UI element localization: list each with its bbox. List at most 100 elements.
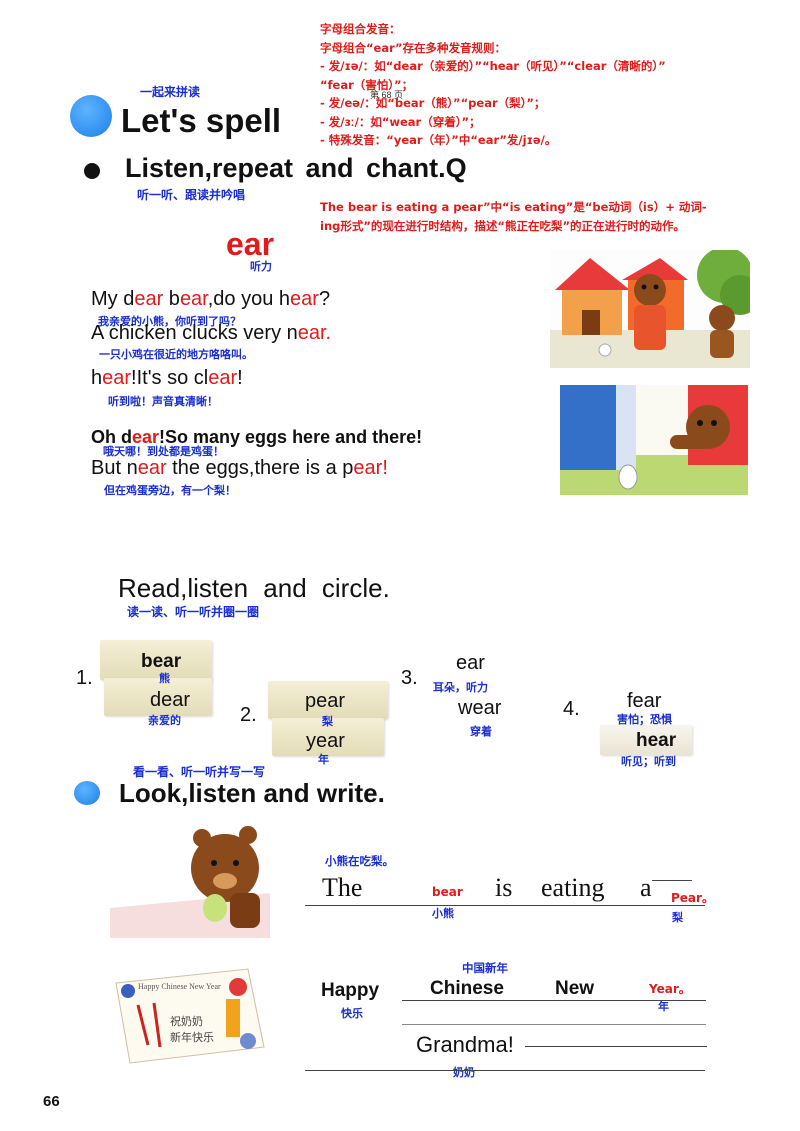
ear-highlight: ear! (353, 457, 388, 479)
lets-spell-cn: 一起来拼读 (140, 85, 201, 99)
chant-text: ,do you h (207, 288, 291, 310)
chant-text: ? (318, 288, 331, 310)
ear-highlight: ear (134, 288, 164, 310)
note-line: “fear（害怕）”； (320, 77, 414, 92)
word-cn: 梨 (322, 715, 333, 728)
ear-cn: 听力 (250, 260, 272, 273)
phonics-note: 字母组合发音： 字母组合“ear”存在多种发音规则： - 发/ɪə/：如“dea… (320, 20, 666, 150)
word-card-1 (100, 640, 212, 680)
page-reference: 第 68 页 (370, 90, 404, 100)
bear-hiding-illustration (560, 385, 748, 495)
chant-text: !So many eggs here and there! (159, 427, 423, 447)
sentence2-happy-cn: 快乐 (341, 1007, 363, 1020)
note-line: - 发/ɪə/：如“dear（亲爱的）”“hear（听见）”“clear（清晰的… (320, 59, 666, 73)
chant-cn-5: 但在鸡蛋旁边，有一个梨！ (104, 484, 236, 497)
sentence2-chinese: Chinese (430, 978, 504, 999)
chant-text: But n (91, 457, 138, 479)
ear-highlight: ear (179, 288, 208, 310)
word: year (306, 730, 345, 752)
sentence1-pear-cn: 梨 (672, 911, 683, 924)
ear-highlight: ear (208, 367, 238, 389)
sentence2-grandma: Grandma! (416, 1032, 514, 1057)
note-line: - 发/ɜː/：如“wear（穿着）”； (320, 114, 481, 129)
chant-cn-2: 一只小鸡在很近的地方咯咯叫。 (99, 348, 253, 361)
word-card-1b (104, 678, 212, 716)
ear-highlight: ear (290, 288, 319, 310)
blue-circle-icon (70, 95, 112, 137)
sentence1-a: a (640, 873, 652, 902)
item-number: 2. (240, 704, 257, 726)
ear-highlight: ear (137, 457, 167, 479)
word-cn: 熊 (159, 672, 170, 685)
word-cn: 亲爱的 (148, 714, 181, 727)
note-line: 字母组合“ear”存在多种发音规则： (320, 40, 507, 55)
read-title: Read,listen and circle. (118, 573, 390, 603)
note-line: The bear is eating a pear”中“is eating”是“… (320, 200, 707, 214)
word-cn: 年 (318, 753, 329, 766)
writing-line-short (652, 880, 692, 881)
chant-line-4: Oh dear!So many eggs here and there! (91, 427, 422, 448)
writing-line (305, 905, 705, 906)
note-line: 字母组合发音： (320, 22, 401, 36)
word-card-4 (600, 725, 692, 755)
ear-highlight: ear (102, 367, 132, 389)
sentence1-bear-cn: 小熊 (432, 907, 454, 920)
sentence2-year: Year。 (649, 982, 691, 996)
listen-title: Listen,repeat and chant.Q (125, 153, 467, 183)
sentence2-year-cn: 年 (658, 1000, 669, 1013)
chant-text: b (163, 288, 180, 310)
sentence1-is: is (495, 873, 513, 902)
sentence1-the: The (322, 873, 363, 902)
chant-text: the eggs,there is a p (166, 457, 354, 479)
grammar-note: The bear is eating a pear”中“is eating”是“… (320, 198, 707, 235)
word: bear (141, 651, 182, 672)
word-card-2b (272, 718, 384, 756)
look-cn: 看一看、听一听并写一写 (133, 765, 266, 779)
word-card-2 (268, 681, 388, 719)
sentence1-cn: 小熊在吃梨。 (325, 854, 394, 868)
bear-house-illustration (550, 250, 750, 368)
sentence2-happy: Happy (321, 980, 380, 1001)
card-text-line1: Happy Chinese New Year (138, 982, 221, 991)
writing-line (402, 1024, 706, 1025)
item-number: 3. (401, 667, 418, 689)
note-line: ing形式”的现在进行时结构，描述“熊正在吃梨”的正在进行时的动作。 (320, 218, 686, 233)
chant-text: My d (91, 288, 135, 310)
word-cn: 害怕；恐惧 (617, 713, 672, 726)
chant-text: h (91, 367, 103, 389)
word-cn: 听见；听到 (621, 755, 676, 768)
chant-cn-1: 我亲爱的小熊，你听到了吗？ (98, 315, 241, 328)
chant-text: A chicken clucks very n (91, 322, 298, 344)
sentence1-eating: eating (541, 873, 605, 902)
ear-highlight: ear. (297, 322, 332, 344)
card-text-line2: 祝奶奶 (170, 1014, 203, 1028)
writing-line (305, 1070, 705, 1071)
word: ear (456, 652, 485, 674)
word: pear (305, 690, 346, 712)
chant-text: ! (237, 367, 243, 389)
sentence2-new: New (555, 978, 595, 999)
note-line: - 特殊发音：“year（年）”中“ear”发/jɪə/。 (320, 133, 557, 147)
look-title: Look,listen and write. (119, 778, 385, 808)
chant-line-5: But near the eggs,there is a pear! (91, 457, 388, 480)
blue-circle-icon (74, 781, 100, 805)
chant-cn-4: 哦天哪！到处都是鸡蛋！ (103, 445, 224, 458)
bullet-dot-icon (84, 163, 100, 179)
greeting-card-illustration: Happy Chinese New Year 祝奶奶 新年快乐 (108, 965, 268, 1065)
chant-text: Oh d (91, 427, 132, 447)
sentence1-pear: Pear。 (671, 891, 714, 905)
writing-line (402, 1000, 706, 1001)
writing-line (525, 1046, 707, 1047)
listen-cn: 听一听、跟读并吟唱 (137, 188, 246, 202)
ear-word: ear (226, 226, 275, 262)
read-cn: 读一读、听一听并圈一圈 (127, 605, 260, 619)
page-number: 66 (43, 1093, 60, 1110)
chant-line-2: A chicken clucks very near. (91, 322, 331, 345)
chant-line-1: My dear bear,do you hear? (91, 288, 330, 311)
word: hear (636, 730, 677, 751)
word: fear (627, 690, 662, 712)
bear-eating-pear-illustration (110, 823, 270, 938)
word: dear (150, 689, 191, 711)
item-number: 1. (76, 667, 93, 689)
card-text-line3: 新年快乐 (170, 1030, 214, 1044)
